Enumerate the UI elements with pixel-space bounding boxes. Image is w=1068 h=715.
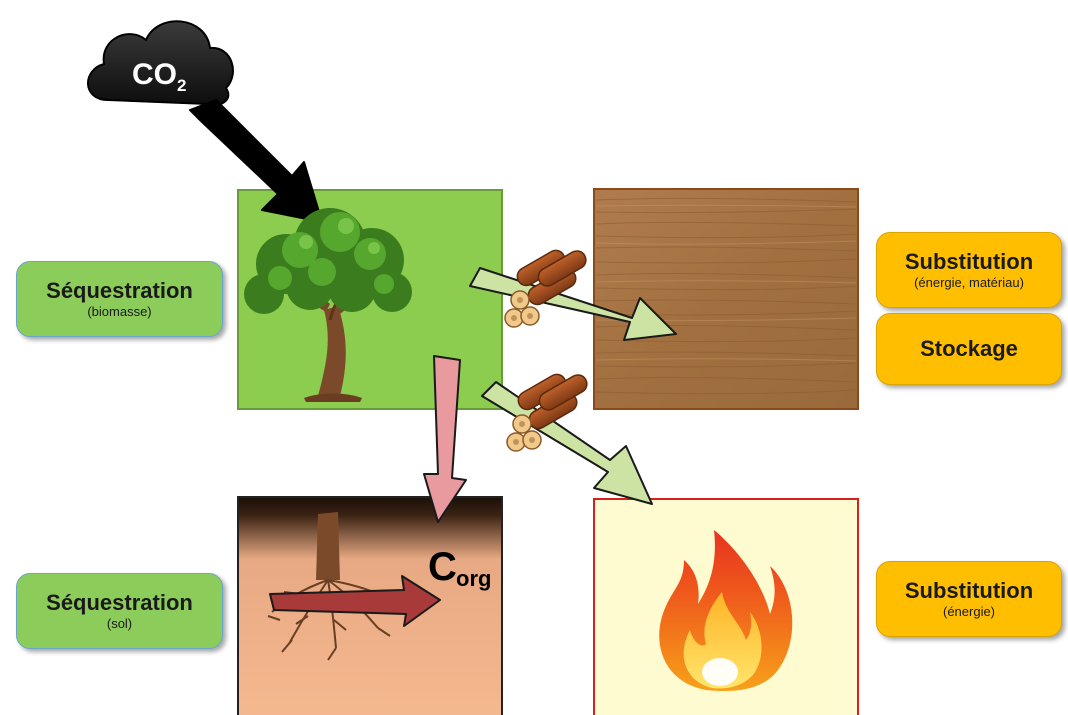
substitution-energy-material-box: Substitution (énergie, matériau) bbox=[876, 232, 1062, 308]
substitution-energy-material-title: Substitution bbox=[904, 249, 1034, 274]
tree-icon bbox=[244, 208, 412, 402]
cloud-subscript: 2 bbox=[177, 76, 186, 95]
log-bundle-icon bbox=[504, 249, 587, 328]
arrow-forest-to-soil bbox=[423, 355, 467, 523]
storage-title: Stockage bbox=[920, 336, 1018, 361]
substitution-energy-material-subtitle: (énergie, matériau) bbox=[914, 275, 1024, 290]
sequestration-biomass-box: Séquestration (biomasse) bbox=[16, 261, 223, 337]
sequestration-biomass-subtitle: (biomasse) bbox=[87, 304, 152, 319]
carbon-subscript: org bbox=[456, 566, 491, 591]
fire-icon bbox=[659, 530, 793, 692]
carbon-label: C bbox=[428, 545, 457, 589]
cloud-icon: CO 2 bbox=[87, 20, 234, 106]
wood-panel bbox=[593, 188, 859, 410]
sequestration-soil-subtitle: (sol) bbox=[106, 616, 133, 631]
sequestration-biomass-title: Séquestration bbox=[46, 278, 193, 303]
substitution-energy-title: Substitution bbox=[904, 578, 1034, 603]
log-bundle-icon bbox=[506, 373, 588, 452]
arrow-forest-to-fire bbox=[481, 381, 653, 505]
arrow-forest-to-wood bbox=[469, 267, 677, 341]
sequestration-soil-title: Séquestration bbox=[46, 590, 193, 615]
storage-box: Stockage bbox=[876, 313, 1062, 385]
arrow-soil-carbon bbox=[269, 575, 441, 627]
substitution-energy-box: Substitution (énergie) bbox=[876, 561, 1062, 637]
substitution-energy-subtitle: (énergie) bbox=[942, 604, 996, 619]
sequestration-soil-box: Séquestration (sol) bbox=[16, 573, 223, 649]
cloud-label: CO bbox=[132, 58, 177, 91]
